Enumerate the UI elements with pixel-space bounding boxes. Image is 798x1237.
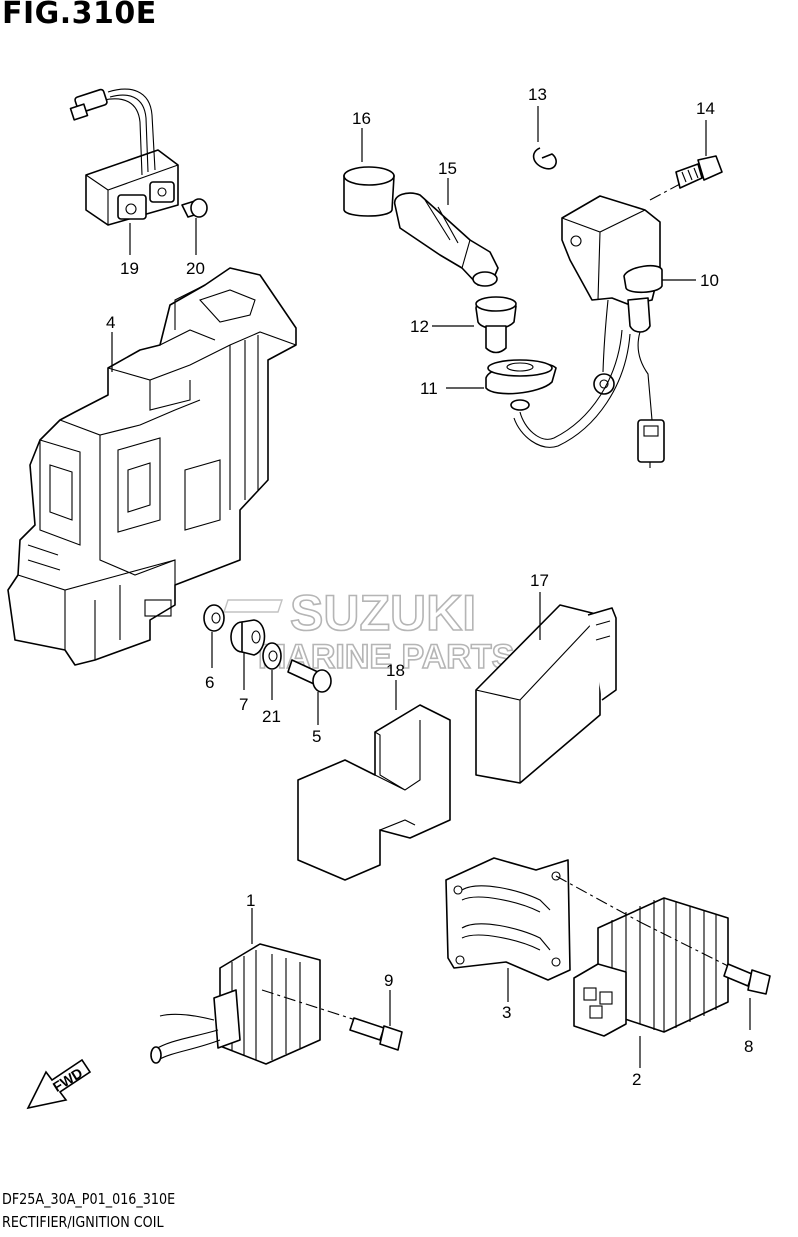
callout-21: 21 <box>262 707 281 726</box>
callout-14: 14 <box>696 99 715 118</box>
part-2-rectifier-regulator[interactable] <box>573 897 729 1037</box>
fwd-arrow-icon: FWD <box>26 1058 92 1110</box>
part-4-electrical-box[interactable] <box>7 267 297 666</box>
diagram-code: DF25A_30A_P01_016_310E <box>2 1190 176 1208</box>
part-7-grommet[interactable] <box>230 619 266 656</box>
callout-20: 20 <box>186 259 205 278</box>
part-18-cushion-pad[interactable] <box>297 704 451 881</box>
callout-18: 18 <box>386 661 405 680</box>
part-21-washer[interactable] <box>262 642 282 670</box>
part-8-bolt[interactable] <box>723 963 771 995</box>
part-1-rectifier[interactable] <box>150 943 321 1065</box>
callout-13: 13 <box>528 85 547 104</box>
part-6-washer[interactable] <box>203 604 225 632</box>
callout-19: 19 <box>120 259 139 278</box>
callout-15: 15 <box>438 159 457 178</box>
watermark-brand: SUZUKI <box>290 585 476 641</box>
callout-2: 2 <box>632 1070 641 1089</box>
part-17-ecm-unit[interactable] <box>475 604 617 784</box>
callout-6: 6 <box>205 673 214 692</box>
callout-3: 3 <box>502 1003 511 1022</box>
part-9-bolt[interactable] <box>349 1017 403 1051</box>
callout-10: 10 <box>700 271 719 290</box>
callout-labels: 1 2 3 4 5 6 7 8 9 10 11 12 13 14 15 16 1… <box>106 85 753 1089</box>
part-13-clip[interactable] <box>532 147 557 170</box>
part-5-screw[interactable] <box>287 659 332 693</box>
part-12-spark-plug-cap[interactable] <box>475 296 517 354</box>
part-20-screw[interactable] <box>181 198 208 218</box>
part-16-cap[interactable] <box>343 166 395 217</box>
figure-title: FIG.310E <box>2 0 157 31</box>
callout-16: 16 <box>352 109 371 128</box>
callout-11: 11 <box>420 379 438 398</box>
watermark: SUZUKI MARINE PARTS <box>223 584 515 677</box>
part-15-plug-boot[interactable] <box>393 192 499 287</box>
callout-17: 17 <box>530 571 549 590</box>
part-19-rectifier-relay[interactable] <box>69 88 179 226</box>
part-3-holder-plate[interactable] <box>445 857 571 981</box>
part-10-ignition-coil[interactable] <box>510 195 665 468</box>
callout-1: 1 <box>246 891 255 910</box>
callout-5: 5 <box>312 727 321 746</box>
part-14-bolt[interactable] <box>675 155 723 189</box>
callout-9: 9 <box>384 971 393 990</box>
callout-8: 8 <box>744 1037 753 1056</box>
callout-4: 4 <box>106 313 115 332</box>
callout-7: 7 <box>239 695 248 714</box>
diagram-caption: RECTIFIER/IGNITION COIL <box>2 1213 164 1231</box>
part-11-grommet[interactable] <box>485 359 557 395</box>
callout-12: 12 <box>410 317 429 336</box>
